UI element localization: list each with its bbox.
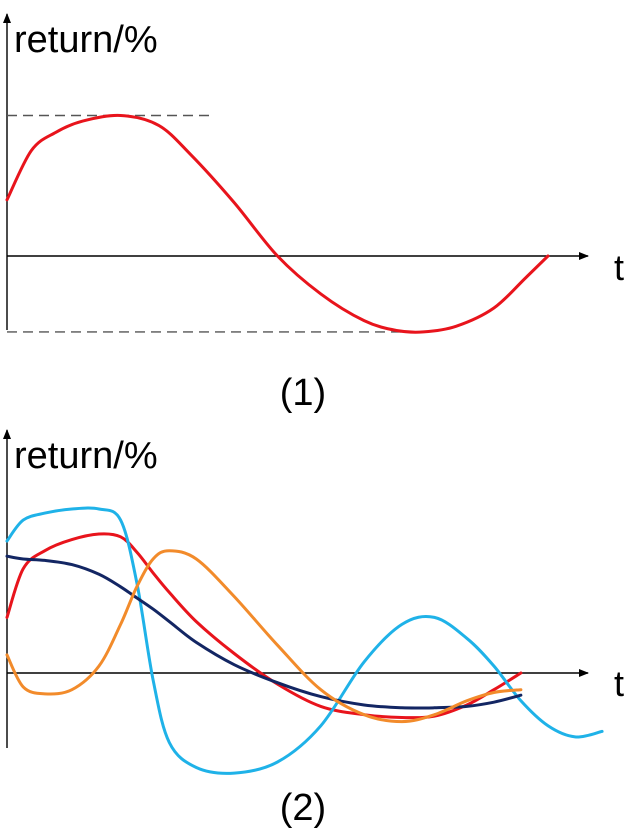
panel-2-series-group: [5, 506, 604, 775]
panel-2-series-line-3: [5, 554, 523, 710]
panel-2-series-line-4: [5, 549, 523, 724]
panel-2-series-line-1: [5, 532, 523, 720]
panel-2-x-axis-label: t: [614, 663, 624, 704]
panel-1-reference-lines: [7, 114, 418, 333]
panel-1-y-axis-label: return/%: [14, 19, 158, 61]
panel-2-caption: (2): [280, 787, 326, 829]
panel-2: return/% t (2): [2, 429, 624, 829]
panel-1: return/% t (1): [2, 13, 624, 414]
panel-1-series-group: [5, 113, 550, 334]
panel-1-x-axis-label: t: [614, 247, 624, 288]
panel-1-caption: (1): [280, 372, 326, 414]
panel-2-y-axis-label: return/%: [14, 435, 158, 477]
panel-2-series-line-2: [5, 506, 604, 775]
panel-1-series-line-1: [5, 113, 550, 334]
